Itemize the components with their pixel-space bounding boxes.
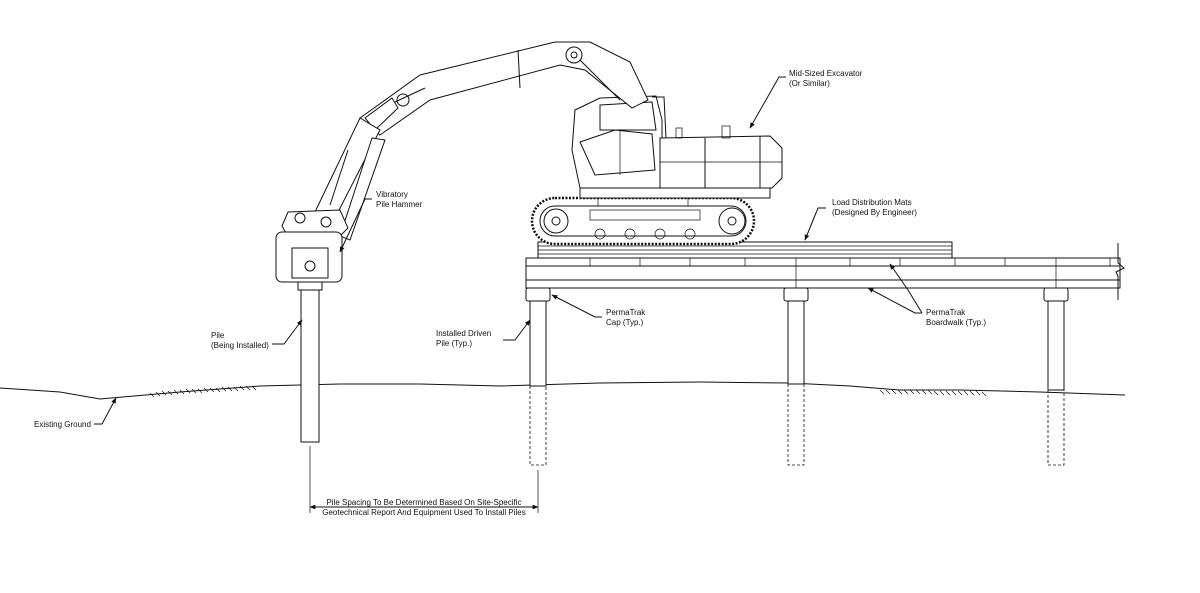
spacing-label-line2: Geotechnical Report And Equipment Used T… [322, 508, 526, 517]
installed-pile-1 [529, 299, 547, 466]
cap-label-line1: PermaTrak [606, 308, 646, 317]
boardwalk-deck [525, 243, 1125, 300]
installed-pile-2 [787, 299, 805, 466]
excavator-boom [314, 41, 649, 241]
spacing-label-line1: Pile Spacing To Be Determined Based On S… [326, 498, 521, 507]
soil-hatching [149, 385, 987, 398]
mats-label-line1: Load Distribution Mats [832, 198, 912, 207]
mats-label-line2: (Designed By Engineer) [832, 208, 917, 217]
boardwalk-label-line1: PermaTrak [926, 308, 966, 317]
pile-spacing-dimension [309, 446, 539, 513]
driven-pile-label-line2: Pile (Typ.) [436, 339, 472, 348]
leader-lines [94, 76, 923, 425]
pile-label-line1: Pile [211, 331, 225, 340]
cap-label-line2: Cap (Typ.) [606, 318, 644, 327]
pile-cap-1 [525, 287, 551, 302]
installed-pile-3 [1047, 299, 1065, 466]
load-distribution-mats [537, 241, 953, 259]
excavator-tracks [530, 196, 756, 246]
excavator-label-line1: Mid-Sized Excavator [789, 69, 863, 78]
excavator-label-line2: (Or Similar) [789, 79, 830, 88]
hammer-label-line2: Pile Hammer [376, 200, 423, 209]
pile-being-installed [300, 289, 320, 443]
existing-ground-line [0, 381, 1126, 400]
ground-label: Existing Ground [34, 420, 91, 429]
driven-pile-label-line1: Installed Driven [436, 329, 491, 338]
excavator-body [571, 95, 783, 199]
pile-label-line2: (Being Installed) [211, 341, 269, 350]
vibratory-pile-hammer [275, 209, 349, 291]
pile-cap-2 [783, 287, 809, 302]
boardwalk-label-line2: Boardwalk (Typ.) [926, 318, 986, 327]
hammer-label-line1: Vibratory [376, 190, 408, 199]
pile-cap-3 [1043, 287, 1069, 302]
